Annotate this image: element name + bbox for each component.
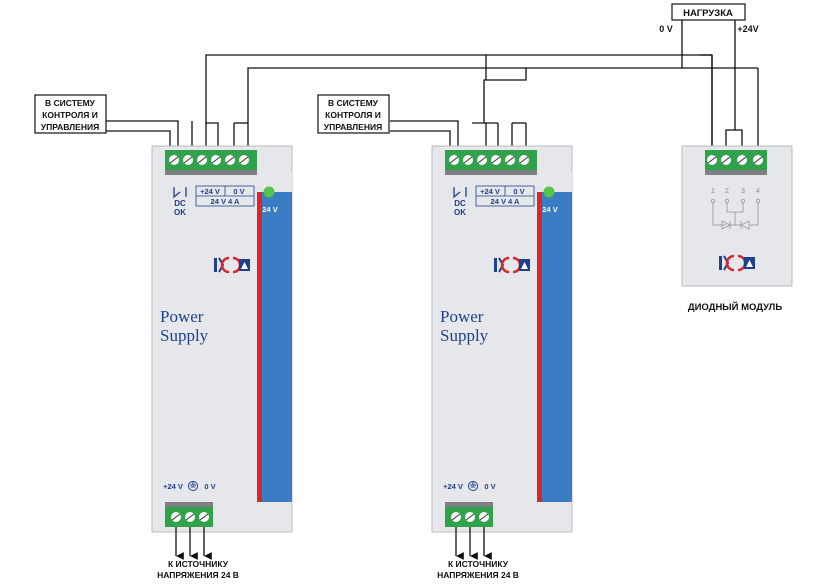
load-box: НАГРУЗКА 0 V +24V xyxy=(659,3,759,34)
ok-label: OK xyxy=(454,208,466,217)
ground-icon xyxy=(468,481,478,491)
out-plus-label: +24 V xyxy=(200,187,220,196)
source-label-line-2: НАПРЯЖЕНИЯ 24 В xyxy=(157,570,239,580)
led-label: 24 V xyxy=(542,205,557,214)
power-supply-1: DC OK +24 V 0 V 24 V 4 A 24 V Power Supp… xyxy=(151,145,293,533)
blue-stripe xyxy=(262,190,292,502)
product-name-line-1: Power xyxy=(160,307,204,326)
brand-logo xyxy=(719,254,755,272)
in-zero-label: 0 V xyxy=(484,482,495,491)
ground-icon xyxy=(188,481,198,491)
product-name-line-2: Supply xyxy=(440,326,489,345)
led-indicator xyxy=(263,186,275,198)
load-0v-label: 0 V xyxy=(659,24,673,34)
control-label-line-2: КОНТРОЛЯ И xyxy=(325,110,381,120)
in-zero-label: 0 V xyxy=(204,482,215,491)
dc-label: DC xyxy=(174,199,186,208)
diode-module: 1 2 3 4 ДИОДНЫЙ М xyxy=(681,145,793,313)
terminal-number-2: 2 xyxy=(725,188,729,195)
diode-module-caption: ДИОДНЫЙ МОДУЛЬ xyxy=(688,301,783,313)
load-title: НАГРУЗКА xyxy=(683,8,733,19)
ok-label: OK xyxy=(174,208,186,217)
brand-logo xyxy=(494,256,530,274)
power-supply-2: DC OK +24 V 0 V 24 V 4 A 24 V Power Supp… xyxy=(431,145,573,533)
rating-label: 24 V 4 A xyxy=(211,197,240,206)
source-arrows-1: К ИСТОЧНИКУ НАПРЯЖЕНИЯ 24 В xyxy=(157,527,239,580)
source-label-line-1: К ИСТОЧНИКУ xyxy=(448,559,509,569)
diode-schematic xyxy=(710,198,761,230)
brand-logo xyxy=(214,256,250,274)
in-plus-label: +24 V xyxy=(443,482,463,491)
wires xyxy=(106,20,759,150)
rating-label: 24 V 4 A xyxy=(491,197,520,206)
load-24v-label: +24V xyxy=(737,24,758,34)
source-label-line-1: К ИСТОЧНИКУ xyxy=(168,559,229,569)
product-name-line-2: Supply xyxy=(160,326,209,345)
out-plus-label: +24 V xyxy=(480,187,500,196)
terminal-number-3: 3 xyxy=(741,188,745,195)
control-system-box-1: В СИСТЕМУ КОНТРОЛЯ И УПРАВЛЕНИЯ xyxy=(34,94,107,134)
terminal-number-1: 1 xyxy=(711,188,715,195)
dc-ok-relay-symbol xyxy=(173,187,187,199)
control-system-box-2: В СИСТЕМУ КОНТРОЛЯ И УПРАВЛЕНИЯ xyxy=(317,94,390,134)
source-label-line-2: НАПРЯЖЕНИЯ 24 В xyxy=(437,570,519,580)
in-plus-label: +24 V xyxy=(163,482,183,491)
control-label-line-2: КОНТРОЛЯ И xyxy=(42,110,98,120)
product-name-line-1: Power xyxy=(440,307,484,326)
control-label-line-1: В СИСТЕМУ xyxy=(328,98,379,108)
control-label-line-3: УПРАВЛЕНИЯ xyxy=(324,122,382,132)
led-label: 24 V xyxy=(262,205,277,214)
led-indicator xyxy=(543,186,555,198)
control-label-line-3: УПРАВЛЕНИЯ xyxy=(41,122,99,132)
blue-stripe xyxy=(542,190,572,502)
dc-label: DC xyxy=(454,199,466,208)
terminal-number-4: 4 xyxy=(756,188,760,195)
screw-terminals xyxy=(169,155,249,165)
source-arrows-2: К ИСТОЧНИКУ НАПРЯЖЕНИЯ 24 В xyxy=(437,527,519,580)
out-zero-label: 0 V xyxy=(233,187,244,196)
screw-terminals xyxy=(449,155,529,165)
control-label-line-1: В СИСТЕМУ xyxy=(45,98,96,108)
out-zero-label: 0 V xyxy=(513,187,524,196)
dc-ok-relay-symbol xyxy=(453,187,467,199)
diode-terminal-block xyxy=(705,150,767,170)
